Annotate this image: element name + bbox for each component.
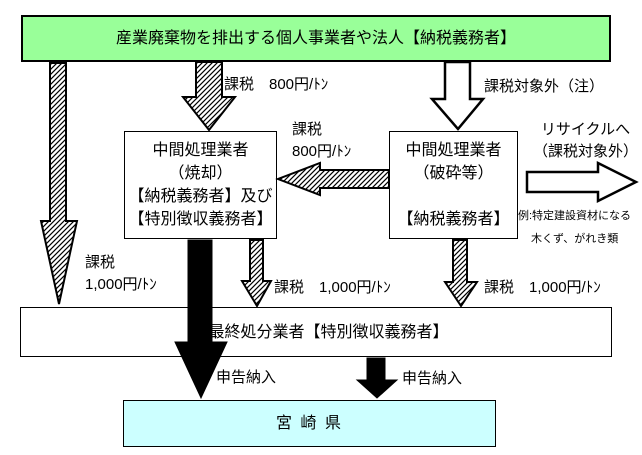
prefecture-box: 宮 崎 県 (123, 400, 496, 447)
crusher-box: 中間処理業者 （破砕等） 【納税義務者】 (389, 131, 518, 239)
final-disposal-label: 最終処分業者【特別徴収義務者】 (208, 323, 449, 341)
label-recycle-line2: （課税対象外） (533, 143, 639, 160)
prefecture-label: 宮 崎 県 (276, 415, 343, 432)
label-recycle: リサイクルへ （課税対象外） (533, 119, 638, 163)
label-tax-800-top: 課税 800円/ﾄﾝ (224, 76, 329, 93)
crusher-line: 【納税義務者】 (397, 211, 510, 228)
emitter-box: 産業廃棄物を排出する個人事業者や法人【納税義務者】 (21, 15, 611, 62)
arrow-crusher-to-final-hatched-icon (443, 239, 479, 308)
incinerator-line: 【納税義務者】及び (128, 188, 273, 205)
label-recycle-note1: 例:特定建設資材になる (518, 210, 632, 222)
incinerator-line: 中間処理業者 (152, 142, 249, 159)
label-tax-1000-mid: 課税 1,000円/ﾄﾝ (274, 279, 391, 296)
crusher-line: （破砕等） (413, 165, 494, 182)
label-tax-800-side-line1: 課税 (292, 121, 323, 138)
arrow-final-to-prefecture-solid-icon (355, 357, 399, 399)
arrow-incinerator-to-final-hatched-icon (240, 239, 273, 308)
label-tax-1000-left-line1: 課税 (85, 254, 116, 271)
crusher-line: 中間処理業者 (405, 142, 502, 159)
label-non-taxable: 課税対象外（注） (484, 78, 605, 95)
label-declare-right: 申告納入 (402, 370, 463, 387)
incinerator-line: 【特別徴収義務者】 (128, 211, 273, 228)
incinerator-line: （焼却） (168, 165, 233, 182)
arrow-emitter-to-incinerator-hatched-icon (180, 61, 238, 132)
arrow-emitter-to-crusher-white-icon (429, 60, 486, 131)
arrow-emitter-to-final-hatched-icon (39, 62, 79, 305)
label-tax-800-side-line2: 800円/ﾄﾝ (292, 143, 352, 160)
label-tax-800-side: 課税 800円/ﾄﾝ (292, 119, 351, 163)
emitter-box-label: 産業廃棄物を排出する個人事業者や法人【納税義務者】 (115, 30, 516, 47)
label-tax-1000-right: 課税 1,000円/ﾄﾝ (484, 279, 601, 296)
label-recycle-note2: 木くず、がれき類 (531, 233, 619, 245)
label-tax-1000-left-line2: 1,000円/ﾄﾝ (85, 276, 157, 293)
label-tax-1000-left: 課税 1,000円/ﾄﾝ (85, 252, 157, 296)
arrow-crusher-to-incinerator-hatched-icon (275, 161, 390, 197)
final-disposal-box: 最終処分業者【特別徴収義務者】 (20, 307, 612, 357)
arrow-crusher-to-recycle-white-icon (525, 160, 639, 204)
label-recycle-line1: リサイクルへ (540, 121, 631, 138)
incinerator-box: 中間処理業者 （焼却） 【納税義務者】及び 【特別徴収義務者】 (124, 131, 277, 239)
label-declare-left: 申告納入 (216, 369, 277, 386)
